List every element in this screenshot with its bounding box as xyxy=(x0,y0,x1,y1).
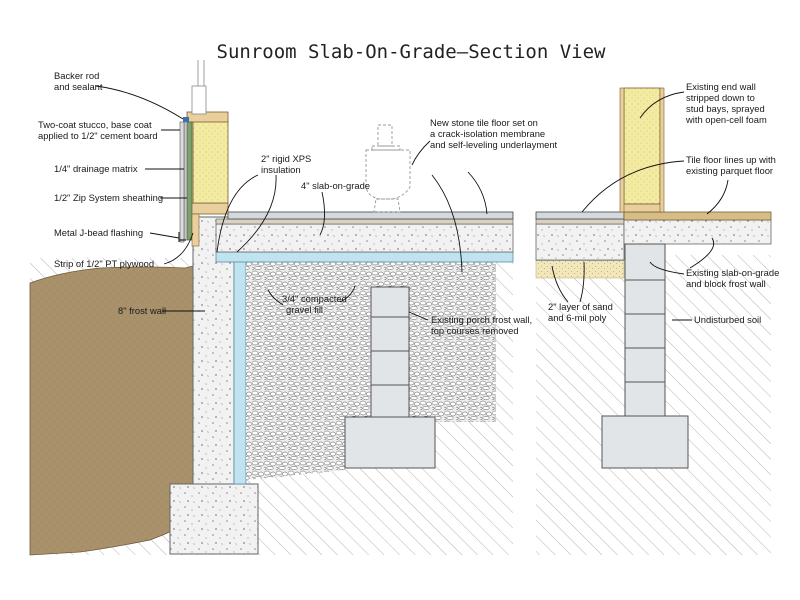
label-pt-plywood: Strip of 1/2" PT plywood xyxy=(54,258,154,269)
xps-insulation-vertical xyxy=(233,257,247,485)
end-wall-insulation xyxy=(623,87,661,205)
porch-frost-wall xyxy=(344,286,436,469)
frost-wall-footing xyxy=(169,483,259,555)
parquet-floor xyxy=(623,211,772,221)
stone-tile-right xyxy=(535,211,625,220)
slab-on-grade xyxy=(215,223,514,253)
excavated-soil xyxy=(29,265,194,556)
label-undisturbed-soil: Undisturbed soil xyxy=(694,314,761,325)
tile-underlayment xyxy=(215,218,514,225)
xps-insulation-horizontal xyxy=(215,251,514,263)
label-slab: 4" slab-on-grade xyxy=(301,180,370,191)
label-frost-wall: 8" frost wall xyxy=(118,305,166,316)
toilet-outline xyxy=(365,124,411,213)
label-porch-frost-wall: Existing porch frost wall,top courses re… xyxy=(431,314,532,336)
window-jamb xyxy=(191,85,207,115)
end-wall-sill xyxy=(621,203,663,213)
label-drainage-matrix: 1/4" drainage matrix xyxy=(54,163,138,174)
sill-plate xyxy=(186,202,229,215)
pt-plywood-strip xyxy=(191,213,200,247)
drainage-matrix xyxy=(183,121,188,241)
stud-cavity-insulation xyxy=(192,119,229,204)
diagram-title: Sunroom Slab-On-Grade—Section View xyxy=(217,41,606,63)
cement-board xyxy=(179,121,185,243)
gravel-fill-lower xyxy=(246,422,345,480)
existing-block-frost-wall xyxy=(601,243,689,469)
sand-layer xyxy=(535,259,625,279)
zip-sheathing xyxy=(186,121,193,241)
stone-tile xyxy=(227,211,514,220)
new-slab-right xyxy=(535,223,625,261)
backer-rod xyxy=(183,117,189,122)
existing-slab xyxy=(623,219,772,245)
label-j-bead: Metal J-bead flashing xyxy=(54,227,143,238)
label-zip-sheathing: 1/2" Zip System sheathing xyxy=(54,192,163,203)
